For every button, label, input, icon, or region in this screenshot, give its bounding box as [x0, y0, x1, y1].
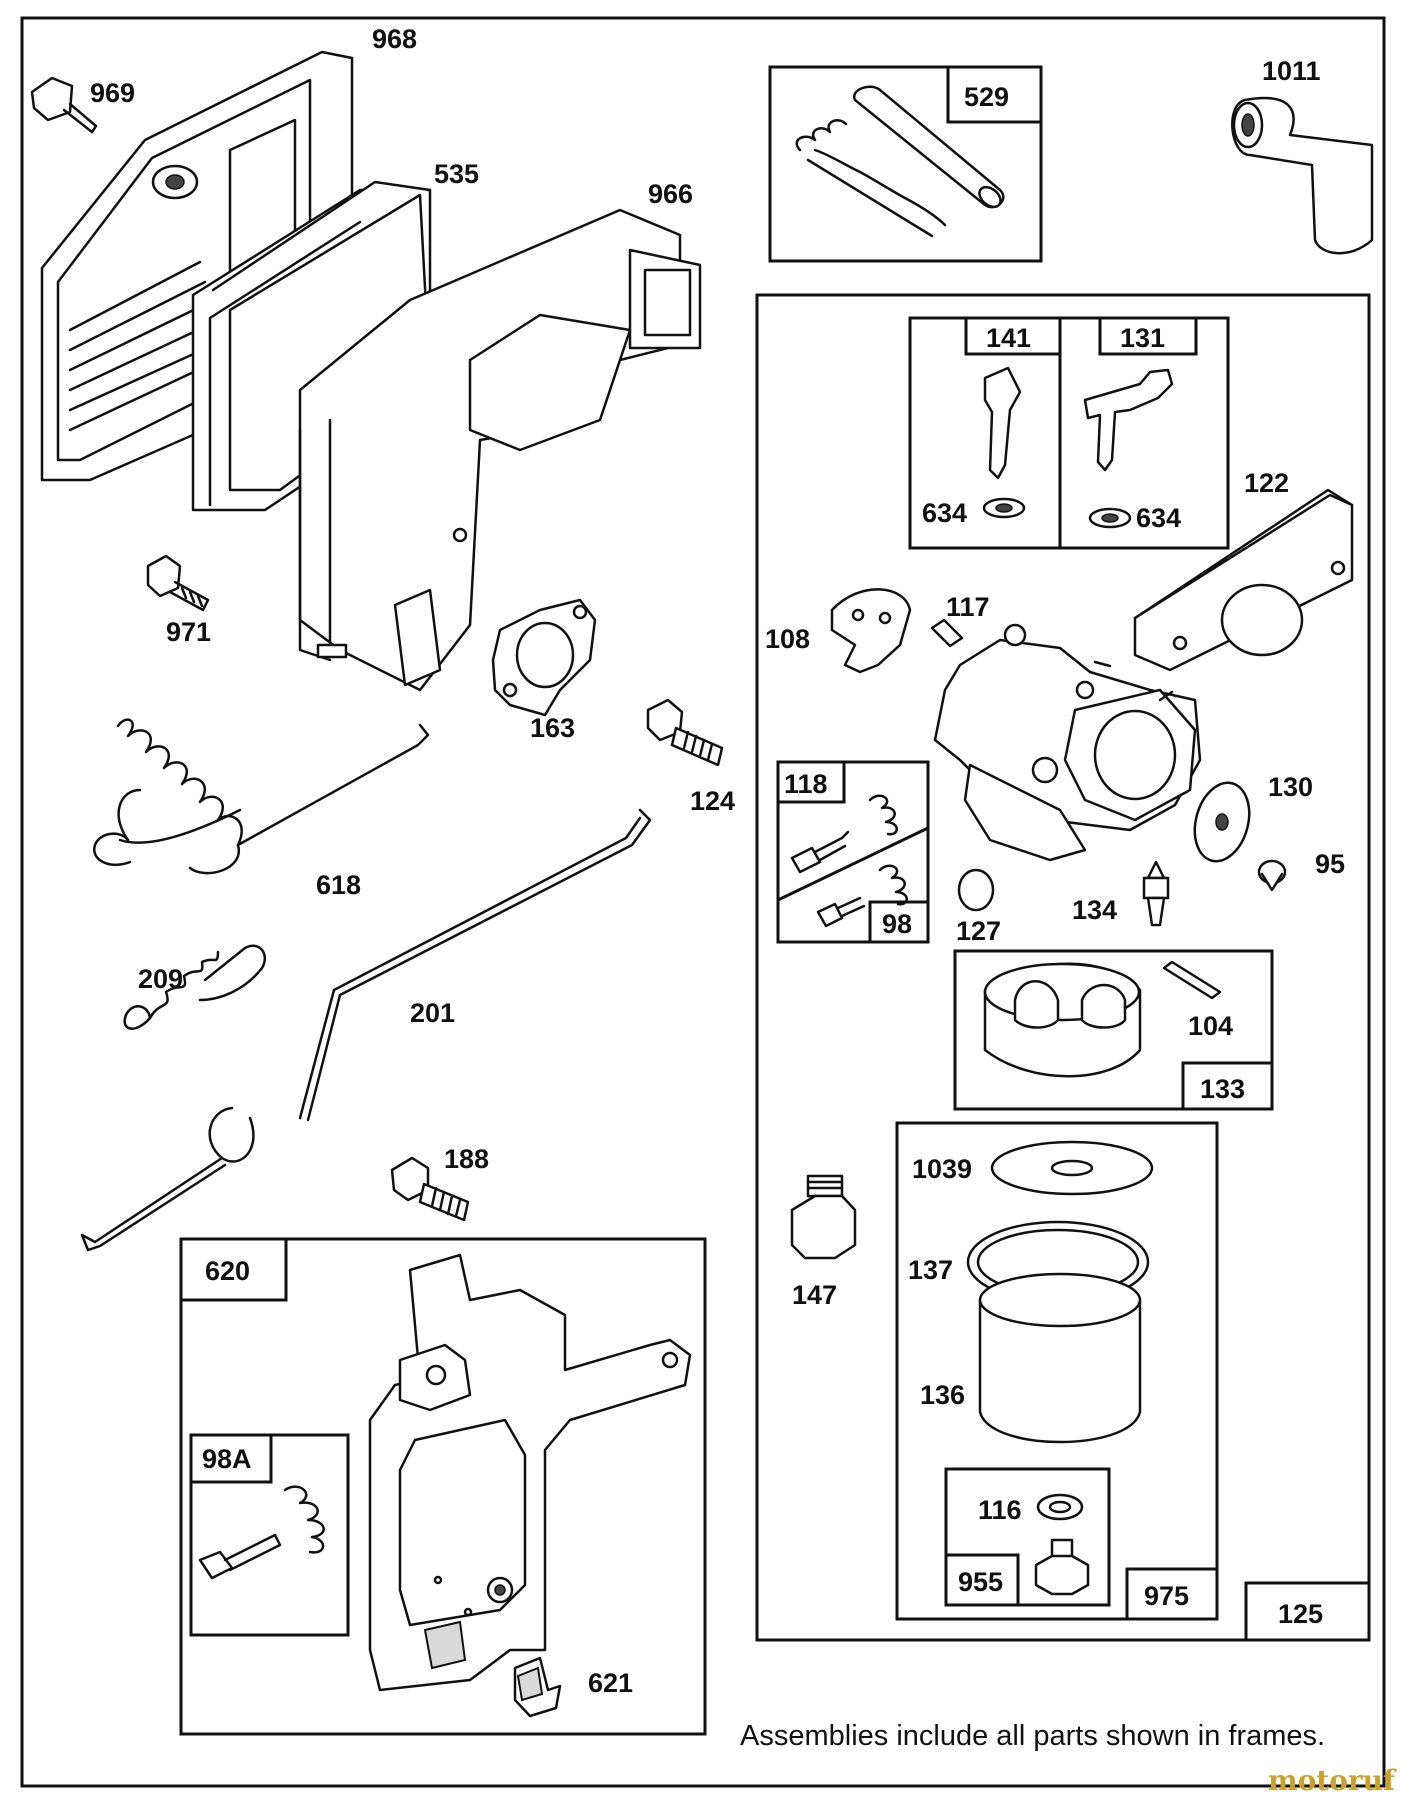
spacer-122: [1133, 488, 1354, 672]
label-116: 116: [978, 1495, 1022, 1525]
control-bracket: [368, 1253, 692, 1692]
frame-955: [944, 1467, 1111, 1607]
idle-screw-98a: [198, 1485, 325, 1580]
tag-box-131: [1098, 316, 1198, 356]
plug-127: [957, 868, 995, 912]
label-529: 529: [964, 82, 1009, 112]
frame-133: [953, 949, 1274, 1111]
label-98: 98: [882, 909, 912, 939]
label-134: 134: [1072, 895, 1117, 925]
label-634-left: 634: [922, 498, 967, 528]
bowl-nut-955: [1034, 1538, 1090, 1596]
air-cleaner-cover-966: [298, 208, 702, 692]
label-104: 104: [1188, 1011, 1233, 1041]
page-border: [20, 16, 1386, 1788]
tag-box-529: [946, 65, 1043, 124]
tag-box-98: [868, 900, 930, 944]
throttle-shaft-131: [1083, 368, 1174, 529]
label-634-right: 634: [1136, 503, 1181, 533]
label-130: 130: [1268, 772, 1313, 802]
idle-screw-98: [816, 864, 908, 928]
label-108: 108: [765, 624, 810, 654]
frame-620: [179, 1237, 707, 1736]
label-127: 127: [956, 916, 1001, 946]
screw-95: [1257, 859, 1287, 892]
label-136: 136: [920, 1380, 965, 1410]
tag-box-125: [1244, 1581, 1371, 1642]
label-188: 188: [444, 1144, 489, 1174]
gasket-163: [491, 598, 597, 717]
tag-box-955: [944, 1553, 1020, 1607]
frame-125: [755, 293, 1371, 1642]
label-163: 163: [530, 713, 575, 743]
frame-975: [895, 1121, 1219, 1621]
plate-108: [830, 588, 912, 674]
label-122: 122: [1244, 468, 1289, 498]
tag-box-98a: [189, 1433, 273, 1484]
hose-1011: [1231, 96, 1374, 255]
bolt-124: [646, 698, 724, 767]
label-968: 968: [372, 24, 417, 54]
pin-117: [930, 618, 964, 648]
label-618: 618: [316, 870, 361, 900]
label-124: 124: [690, 786, 735, 816]
disc-130: [1193, 781, 1251, 863]
choke-shaft-141: [982, 366, 1026, 519]
tag-box-118: [776, 760, 846, 804]
tag-box-620: [179, 1237, 288, 1302]
tag-box-975: [1125, 1567, 1219, 1621]
label-969: 969: [90, 78, 135, 108]
needle-134: [1142, 860, 1170, 927]
watermark: motoruf: [1268, 1764, 1397, 1797]
carburetor-body: [933, 623, 1202, 862]
float-133: [983, 962, 1142, 1078]
label-98a: 98A: [202, 1444, 252, 1474]
label-1011: 1011: [1262, 56, 1321, 86]
air-cleaner-base-968: [40, 50, 354, 482]
mixture-screw-118: [790, 794, 898, 874]
label-955: 955: [958, 1567, 1003, 1597]
bowl-136: [978, 1272, 1142, 1444]
frame-118: [776, 760, 930, 944]
label-209: 209: [138, 964, 183, 994]
label-131: 131: [1120, 323, 1165, 353]
label-975: 975: [1144, 1581, 1189, 1611]
label-133: 133: [1200, 1074, 1245, 1104]
label-137: 137: [908, 1255, 953, 1285]
label-141: 141: [986, 323, 1031, 353]
governor-spring-618: [93, 718, 430, 875]
label-535: 535: [434, 159, 479, 189]
label-1039: 1039: [912, 1154, 972, 1184]
bolt-971: [146, 554, 210, 612]
bolt-188: [390, 1156, 470, 1222]
frame-529: [768, 65, 1043, 263]
frame-118-divider: [777, 826, 929, 902]
label-95: 95: [1315, 849, 1345, 879]
label-966: 966: [648, 179, 693, 209]
label-201: 201: [410, 998, 455, 1028]
label-621: 621: [588, 1668, 633, 1698]
clip-621: [513, 1656, 562, 1718]
wing-bolt-969: [30, 76, 98, 134]
label-118: 118: [784, 769, 828, 799]
pin-104: [1162, 960, 1222, 1000]
label-620: 620: [205, 1256, 250, 1286]
fitting-147: [790, 1174, 857, 1260]
gasket-1039: [990, 1140, 1154, 1196]
spring-209: [123, 944, 267, 1030]
label-125: 125: [1278, 1599, 1323, 1629]
footer-note: Assemblies include all parts shown in fr…: [740, 1720, 1325, 1752]
label-971: 971: [166, 617, 211, 647]
tag-box-133: [1181, 1061, 1274, 1111]
pin-and-spring-529: [795, 85, 1005, 238]
washer-116: [1036, 1493, 1084, 1521]
governor-link-201: [80, 808, 652, 1252]
label-117: 117: [946, 592, 990, 622]
label-147: 147: [792, 1280, 837, 1310]
